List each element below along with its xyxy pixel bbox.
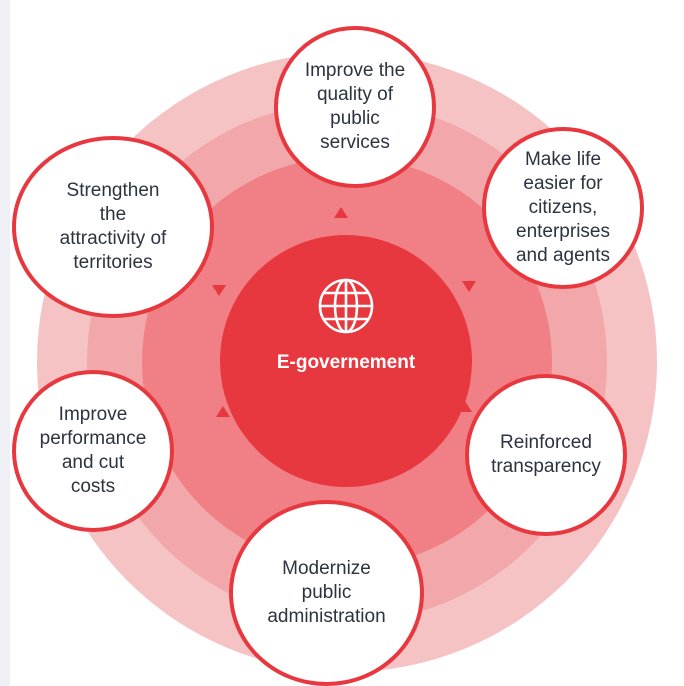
outcome-label: Improve the quality of public services bbox=[304, 60, 406, 153]
arrow-to-right-bottom-icon bbox=[458, 401, 472, 412]
globe-icon bbox=[318, 278, 374, 334]
arrow-to-right-icon bbox=[462, 281, 476, 292]
center-title: E-governement bbox=[276, 352, 416, 373]
outcome-label: Reinforced transparency bbox=[491, 432, 601, 477]
outcome-transparency: Reinforced transparency bbox=[465, 374, 627, 536]
outcome-quality-public-services: Improve the quality of public services bbox=[274, 26, 436, 188]
outcome-label: Make life easier for citizens, enterpris… bbox=[515, 149, 611, 266]
outcome-label: Strengthen the attractivity of territori… bbox=[59, 180, 167, 273]
left-margin-strip bbox=[0, 0, 10, 686]
arrow-to-top-icon bbox=[334, 207, 348, 218]
outcome-label: Modernize public administration bbox=[267, 558, 386, 627]
outcome-label: Improve performance and cut costs bbox=[39, 404, 147, 497]
outcome-attractivity-territories: Strengthen the attractivity of territori… bbox=[12, 136, 214, 318]
arrow-to-left-bottom-icon bbox=[216, 406, 230, 417]
arrow-to-left-icon bbox=[212, 285, 226, 296]
outcome-performance-costs: Improve performance and cut costs bbox=[12, 370, 174, 532]
arrow-to-bottom-icon bbox=[340, 467, 354, 478]
outcome-easier-life: Make life easier for citizens, enterpris… bbox=[482, 127, 644, 289]
center-circle bbox=[220, 235, 472, 487]
outcome-modernize-administration: Modernize public administration bbox=[229, 500, 424, 686]
